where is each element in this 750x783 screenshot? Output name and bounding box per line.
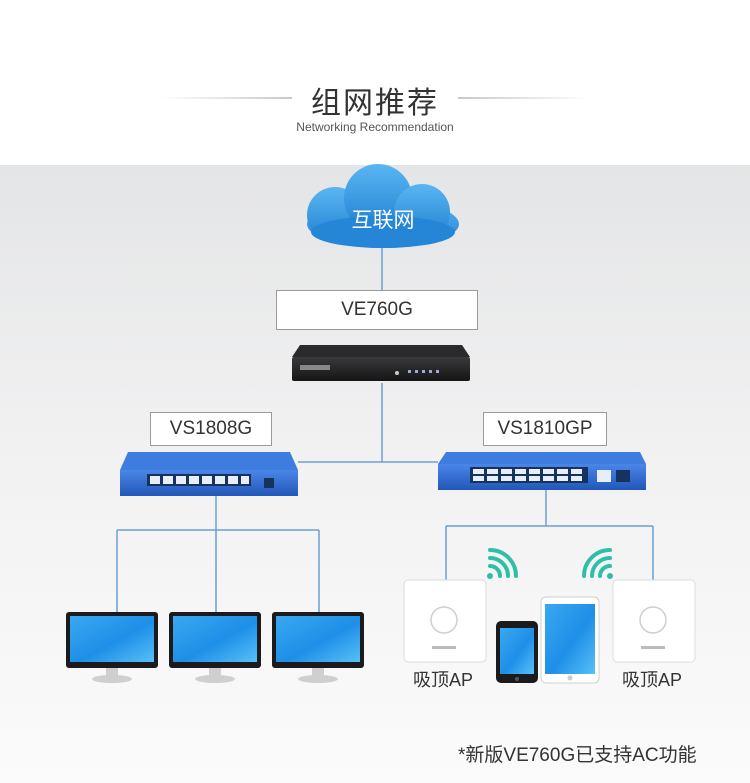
internet-cloud-icon [307,164,459,248]
router-device-icon [292,345,470,381]
header: 组网推荐 Networking Recommendation [0,0,750,165]
router-model-label: VE760G [276,290,478,330]
switch-left-device-icon [120,452,298,496]
page-title: 组网推荐 [311,87,439,120]
ap-right-label: 吸顶AP [622,670,683,690]
monitor-icon [66,612,158,683]
page-subtitle: Networking Recommendation [296,120,454,134]
switch-right-model-label: VS1810GP [483,412,607,446]
access-point-icon [403,579,487,663]
switch-right-device-icon [438,452,646,490]
title-rule-left [160,97,292,99]
internet-label: 互联网 [351,209,415,232]
wifi-icon [582,548,613,579]
switch-left-model-label: VS1808G [150,412,272,446]
tablet-icon [540,596,600,684]
connection-lines [116,248,654,612]
title-rule-right [458,97,590,99]
monitor-icon [169,612,261,683]
ap-left-label: 吸顶AP [413,670,474,690]
smartphone-icon [496,621,538,683]
footnote: *新版VE760G已支持AC功能 [458,745,697,766]
access-point-icon [612,579,696,663]
monitor-icon [272,612,364,683]
wifi-icon [487,548,518,579]
